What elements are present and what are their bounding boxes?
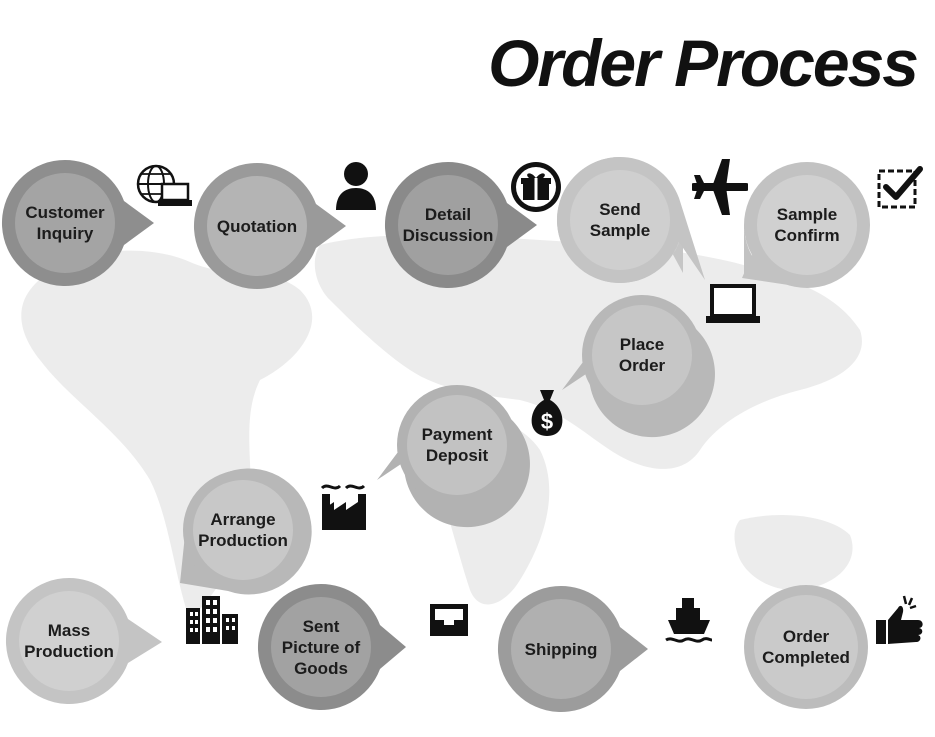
step-label: Order Completed — [762, 627, 850, 667]
step-label: Sample Confirm — [774, 205, 840, 245]
ship-icon — [664, 594, 714, 644]
step-label: Mass Production — [24, 621, 114, 661]
airplane-icon — [692, 157, 748, 215]
step-label: Detail Discussion — [402, 205, 494, 245]
thumbs-up-icon — [874, 592, 930, 648]
page-title: Order Process — [488, 26, 919, 100]
step-sample-confirm: Sample Confirm — [742, 160, 872, 290]
step-mass-production: Mass Production — [4, 576, 162, 706]
step-arrange-production: Arrange Production — [178, 465, 312, 595]
step-label: Shipping — [524, 639, 598, 659]
step-bubble — [384, 161, 537, 288]
step-label: Quotation — [216, 216, 298, 236]
step-bubble — [1, 159, 154, 286]
step-order-completed: Order Completed — [741, 582, 871, 712]
step-bubble — [257, 584, 406, 710]
step-customer-inquiry: Customer Inquiry — [0, 158, 154, 288]
step-bubble — [193, 162, 346, 289]
step-label: Customer Inquiry — [25, 203, 105, 243]
money-bag-icon: $ — [524, 386, 570, 438]
laptop-icon — [706, 284, 760, 326]
svg-text:$: $ — [541, 409, 553, 434]
globe-laptop-icon — [136, 162, 192, 210]
step-bubble — [744, 585, 868, 709]
step-bubble — [377, 385, 530, 528]
step-label: Arrange Production — [198, 510, 288, 550]
step-place-order: Place Order — [562, 290, 715, 438]
step-label: Sent Picture of Goods — [281, 616, 361, 678]
step-detail-discussion: Detail Discussion — [383, 160, 537, 290]
step-bubble — [180, 468, 312, 595]
gift-icon — [509, 160, 563, 214]
step-label: Send Sample — [589, 200, 651, 240]
step-bubble — [742, 162, 870, 288]
step-bubble — [497, 586, 648, 712]
step-bubble — [5, 578, 162, 704]
step-bubble — [562, 295, 715, 438]
checkbox-icon — [876, 165, 924, 211]
step-label: Place Order — [618, 335, 666, 375]
step-quotation: Quotation — [192, 161, 346, 291]
step-label: Payment Deposit — [421, 425, 493, 465]
step-bubble — [556, 156, 705, 283]
person-icon — [333, 160, 379, 210]
step-shipping: Shipping — [496, 584, 648, 714]
factory-icon — [318, 480, 372, 532]
step-send-sample: Send Sample — [555, 155, 705, 285]
step-payment-deposit: Payment Deposit — [377, 380, 530, 528]
inbox-icon — [426, 600, 472, 640]
step-sent-picture-of-goods: Sent Picture of Goods — [256, 582, 406, 712]
buildings-icon — [186, 594, 240, 644]
